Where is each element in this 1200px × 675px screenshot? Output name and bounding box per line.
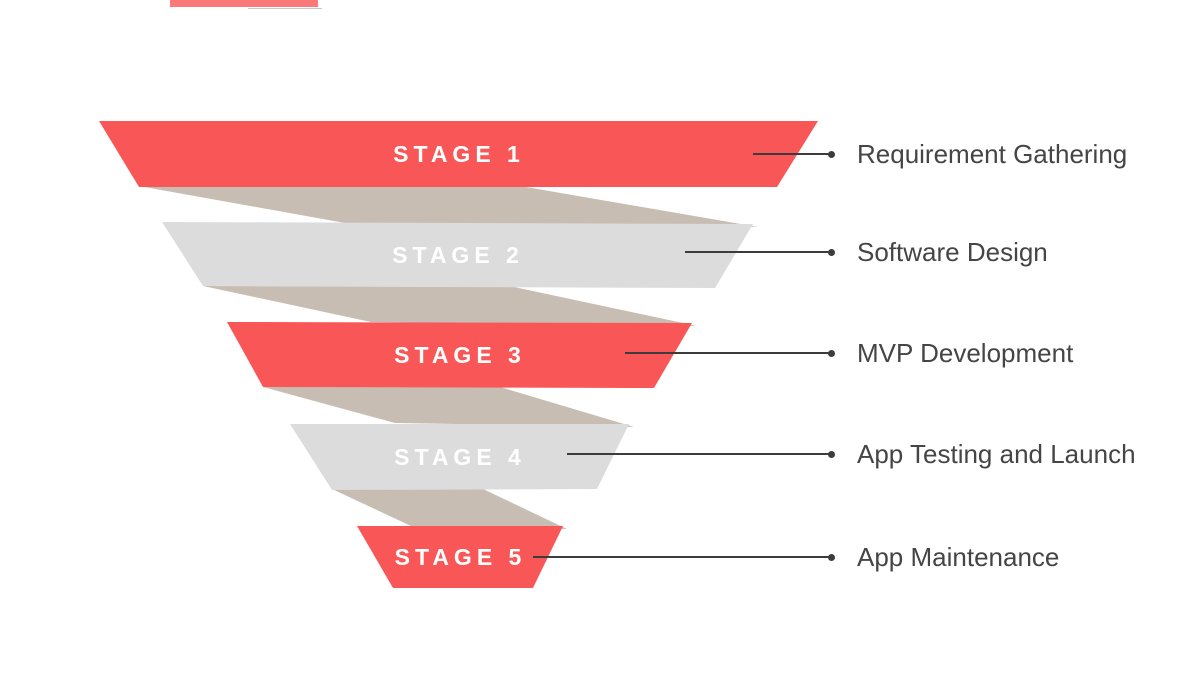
funnel-stage-5: STAGE 5: [357, 526, 563, 588]
stage-1-name-label: Requirement Gathering: [857, 139, 1128, 169]
leader-dot-4: [828, 451, 835, 458]
stage-4-label: STAGE 4: [394, 443, 526, 470]
stage-3-name-label: MVP Development: [857, 338, 1074, 368]
funnel-connector-4-5: [332, 489, 567, 529]
cropped-top-shape: [170, 0, 318, 7]
cropped-top-shape-line: [248, 8, 322, 9]
stage-2-name-label: Software Design: [857, 237, 1048, 267]
leader-line-1: [753, 153, 830, 155]
stage-2-label: STAGE 2: [392, 241, 524, 268]
leader-dot-5: [828, 554, 835, 561]
leader-line-2: [685, 251, 830, 253]
stage-5-name-label: App Maintenance: [857, 542, 1060, 572]
stage-4-name-label: App Testing and Launch: [857, 439, 1136, 469]
stage-1-label: STAGE 1: [393, 140, 525, 167]
leader-line-3: [625, 352, 830, 354]
leader-dot-3: [828, 350, 835, 357]
funnel-stage-3: STAGE 3: [227, 322, 692, 388]
leader-dot-2: [828, 249, 835, 256]
stage-5-label: STAGE 5: [394, 543, 527, 570]
leader-line-4: [567, 453, 830, 455]
leader-line-5: [533, 556, 830, 558]
funnel-stage-1: STAGE 1: [99, 121, 818, 187]
stage-3-label: STAGE 3: [394, 341, 526, 368]
funnel-connector-3-4: [263, 387, 634, 427]
funnel-connector-1-2: [139, 186, 758, 227]
funnel-stage-4: STAGE 4: [290, 424, 629, 490]
leader-dot-1: [828, 151, 835, 158]
funnel-connector-2-3: [203, 286, 697, 326]
funnel-stage-2: STAGE 2: [162, 222, 753, 288]
